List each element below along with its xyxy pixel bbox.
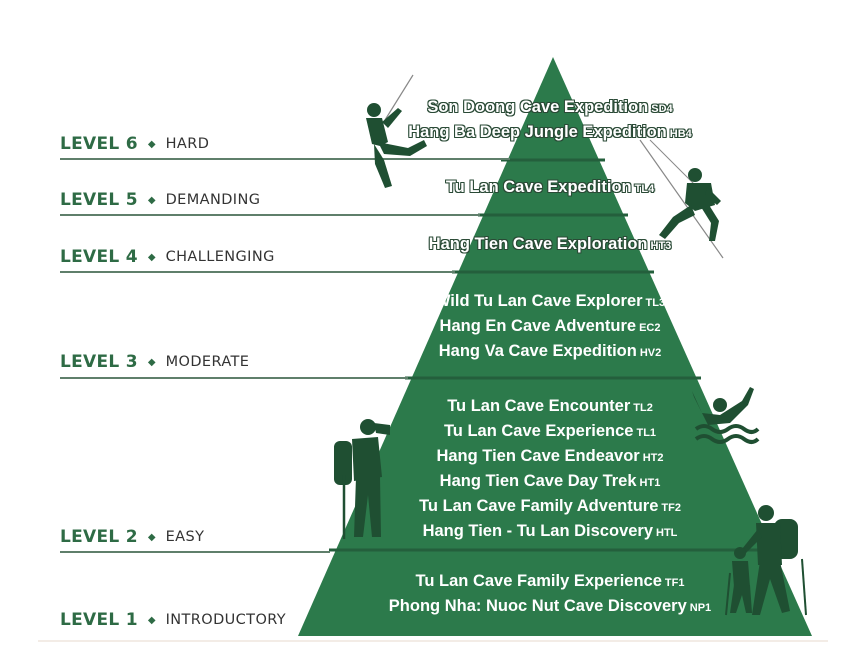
diamond-separator-icon: ◆ xyxy=(147,251,156,263)
diamond-separator-icon: ◆ xyxy=(147,138,156,150)
rope-right xyxy=(639,139,724,259)
level-label: LEVEL 6 xyxy=(60,134,138,154)
level-row-1: LEVEL 1 ◆ INTRODUCTORY xyxy=(60,608,286,632)
hiker-with-binoculars-icon xyxy=(334,419,390,539)
level-row-6: LEVEL 6 ◆ HARD xyxy=(60,132,209,156)
diamond-separator-icon: ◆ xyxy=(147,614,156,626)
rappelling-climber-icon xyxy=(366,103,427,188)
level-label: LEVEL 3 xyxy=(60,352,138,372)
level-name: HARD xyxy=(165,136,210,152)
level-row-5: LEVEL 5 ◆ DEMANDING xyxy=(60,188,260,212)
baseline-strip xyxy=(38,640,828,642)
diamond-separator-icon: ◆ xyxy=(147,194,156,206)
level-name: CHALLENGING xyxy=(165,249,275,265)
abseiling-climber-icon xyxy=(659,168,721,241)
level-row-3: LEVEL 3 ◆ MODERATE xyxy=(60,350,249,374)
level-label: LEVEL 4 xyxy=(60,247,138,267)
level-label: LEVEL 2 xyxy=(60,527,138,547)
level2-line xyxy=(60,551,330,553)
level4-line xyxy=(60,271,455,273)
pyramid-shape xyxy=(298,57,812,636)
diamond-separator-icon: ◆ xyxy=(147,356,156,368)
level-label: LEVEL 1 xyxy=(60,610,138,630)
level6-line xyxy=(60,158,510,160)
level5-line xyxy=(60,214,480,216)
level-row-4: LEVEL 4 ◆ CHALLENGING xyxy=(60,245,275,269)
rope-right-2 xyxy=(649,139,701,191)
level3-line xyxy=(60,377,408,379)
level-name: INTRODUCTORY xyxy=(165,612,287,628)
level-name: MODERATE xyxy=(165,354,250,370)
swimmer-icon xyxy=(692,387,760,444)
parent-and-child-hikers-icon xyxy=(725,505,807,616)
level-name: DEMANDING xyxy=(165,192,261,208)
level-name: EASY xyxy=(165,529,205,545)
level-label: LEVEL 5 xyxy=(60,190,138,210)
level-row-2: LEVEL 2 ◆ EASY xyxy=(60,525,204,549)
rope-top xyxy=(384,74,414,121)
diamond-separator-icon: ◆ xyxy=(147,531,156,543)
